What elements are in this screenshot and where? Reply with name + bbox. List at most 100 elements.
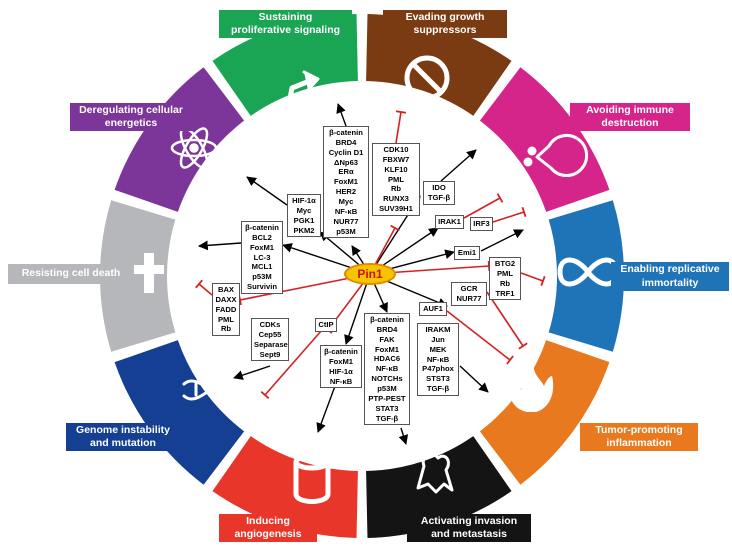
flame-icon xyxy=(510,362,554,412)
gene-name: RUNX3 xyxy=(383,194,409,204)
gene-name: β-catenin xyxy=(324,347,358,356)
gene-name: Rb xyxy=(220,324,232,334)
gene-name: FADD xyxy=(215,304,237,314)
label-energetics: Deregulating cellular energetics xyxy=(70,103,192,131)
label-cell-death: Resisting cell death xyxy=(8,264,134,284)
gene-box-auf1: AUF1 xyxy=(419,302,447,316)
gene-name: Cep55 xyxy=(258,329,282,339)
ring-segment-invasion xyxy=(366,436,512,538)
gene-name: Rb xyxy=(390,184,402,194)
gene-name: SUV39H1 xyxy=(379,204,413,214)
gene-name: STAT3 xyxy=(375,403,399,413)
gene-name: BTG2 xyxy=(494,259,516,268)
gene-name: Survivin xyxy=(247,282,277,292)
gene-name: TRF1 xyxy=(495,288,515,298)
gene-box-emi1: Emi1 xyxy=(454,246,480,260)
gene-box-irak1: IRAK1 xyxy=(435,215,464,229)
gene-name: PML xyxy=(496,268,514,278)
gene-name: NUR77 xyxy=(456,293,482,303)
gene-name: FBXW7 xyxy=(382,154,410,164)
gene-name: Myc xyxy=(296,205,312,215)
gene-name: HER2 xyxy=(335,187,357,197)
gene-box-irf3: IRF3 xyxy=(470,217,493,231)
label-genome: Genome instability and mutation xyxy=(66,423,180,451)
cross-icon xyxy=(134,253,164,293)
atom-icon xyxy=(170,127,218,169)
gene-name: β-catenin xyxy=(370,315,404,324)
gene-name: ΔNp63 xyxy=(333,157,359,167)
gene-box-ctip: CtIP xyxy=(315,318,337,332)
label-replicative: Enabling replicative immortality xyxy=(611,262,729,291)
gene-name: FoxM1 xyxy=(328,356,354,366)
gene-name: Jun xyxy=(431,334,445,344)
gene-name: PML xyxy=(217,314,235,324)
gene-name: p53M xyxy=(336,226,356,236)
ring-segment-cell_death xyxy=(99,200,176,352)
gene-name: STST3 xyxy=(426,374,450,384)
activation-arrow xyxy=(480,229,524,252)
gene-name: BCL2 xyxy=(252,232,272,242)
gene-name: HIF-1α xyxy=(292,196,316,205)
gene-name: β-catenin xyxy=(245,223,279,232)
gene-name: NF-κB xyxy=(375,364,399,374)
inhibition-line xyxy=(492,206,527,223)
activation-arrow xyxy=(198,240,242,251)
inhibition-line xyxy=(260,329,323,399)
gene-name: NF-κB xyxy=(329,376,353,386)
gene-name: Sept9 xyxy=(259,349,281,359)
arrow-up-right-icon xyxy=(283,70,320,121)
gene-name: PKM2 xyxy=(293,225,315,235)
vessel-icon xyxy=(293,453,331,504)
pacman-cell-icon xyxy=(523,133,589,177)
activation-arrow xyxy=(336,103,347,127)
inhibition-line xyxy=(486,291,528,350)
gene-name: PML xyxy=(387,174,405,184)
gene-name: Rb xyxy=(499,278,511,288)
activation-arrow xyxy=(459,365,489,393)
label-evading: Evading growth suppressors xyxy=(383,10,507,38)
gene-name: CDK10 xyxy=(383,145,409,154)
gene-name: CDKs xyxy=(259,320,281,329)
gene-name: FAK xyxy=(379,334,395,344)
gene-name: BRD4 xyxy=(335,137,357,147)
gene-name: MEK xyxy=(429,344,447,354)
ring-segment-energetics xyxy=(114,67,245,212)
gene-name: Cyclin D1 xyxy=(328,147,364,157)
label-angiogenesis: Inducing angiogenesis xyxy=(219,514,317,542)
gene-name: P47phox xyxy=(422,364,454,374)
gene-name: p53M xyxy=(377,384,397,394)
inhibition-line xyxy=(446,310,514,365)
activation-arrow xyxy=(398,427,409,445)
gene-name: TGF-β xyxy=(426,384,450,394)
gene-name: BRD4 xyxy=(376,324,398,334)
gene-name: PGK1 xyxy=(293,215,315,225)
gene-name: GCR xyxy=(460,284,478,293)
inhibition-line xyxy=(195,279,213,296)
gene-name: CtIP xyxy=(318,320,334,329)
ghost-cell-icon xyxy=(416,452,454,494)
gene-name: IRAK1 xyxy=(438,217,461,226)
gene-name: p53M xyxy=(252,272,272,282)
gene-name: NF-κB xyxy=(426,354,450,364)
gene-name: Myc xyxy=(338,197,354,207)
no-sign-icon xyxy=(404,55,450,101)
gene-name: TGF-β xyxy=(427,192,451,202)
gene-name: β-catenin xyxy=(329,128,363,137)
activation-arrow xyxy=(344,273,371,345)
inhibition-line xyxy=(520,272,546,287)
label-sustaining: Sustaining proliferative signaling xyxy=(219,10,352,38)
gene-name: Separase xyxy=(254,339,288,349)
gene-name: NOTCHs xyxy=(371,374,403,384)
gene-name: AUF1 xyxy=(423,304,443,313)
label-immune: Avoiding immune destruction xyxy=(570,103,690,131)
gene-name: DAXX xyxy=(215,294,237,304)
